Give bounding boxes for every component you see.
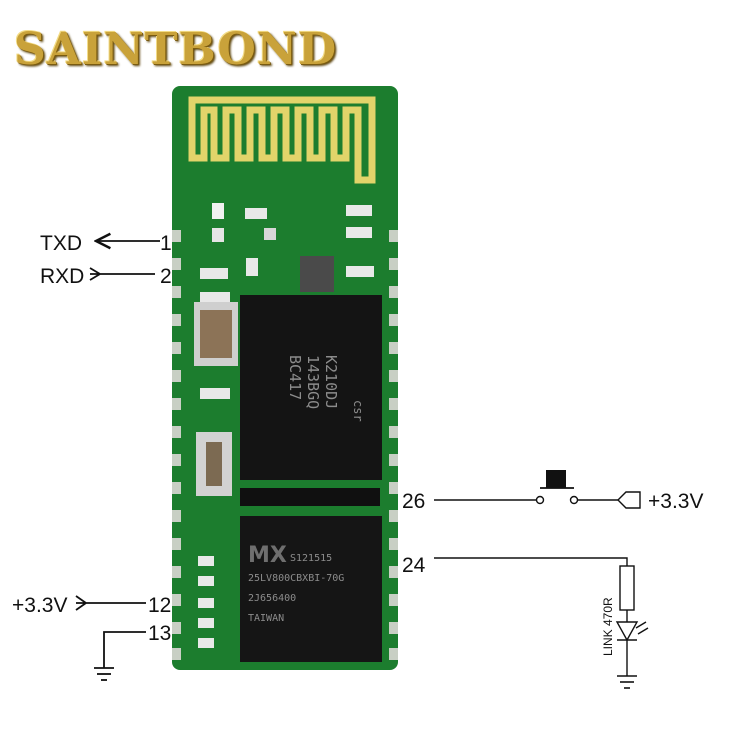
gnd-pin-annotation: 13 bbox=[94, 622, 171, 681]
pin26-supply-label: +3.3V bbox=[648, 490, 703, 513]
supply-terminal-icon bbox=[617, 491, 641, 509]
csr-logo: csr bbox=[351, 400, 365, 422]
flash-chip-marking: S121515 25LV800CBXBI-70G 2J656400 TAIWAN bbox=[248, 553, 350, 624]
vcc-label: +3.3V bbox=[12, 594, 67, 617]
push-switch-icon bbox=[540, 470, 574, 489]
pin26-annotation: 26 +3.3V bbox=[402, 470, 703, 513]
txd-label: TXD bbox=[40, 232, 82, 255]
rxd-label: RXD bbox=[40, 265, 84, 288]
txd-pin-annotation: TXD 1 bbox=[40, 232, 172, 255]
ground-icon bbox=[94, 667, 114, 681]
bc417-chip-marking: BC417 143BGQ K210DJ bbox=[286, 355, 340, 418]
gnd-wire bbox=[103, 631, 146, 668]
txd-pin-number: 1 bbox=[160, 232, 172, 255]
brand-logo: SAINTBOND bbox=[14, 24, 338, 75]
right-edge-pads bbox=[389, 230, 398, 660]
bluetooth-module: BC417 143BGQ K210DJ csr MX S121515 25LV8… bbox=[172, 86, 398, 670]
led-icon bbox=[615, 621, 649, 642]
pin26-number: 26 bbox=[402, 490, 425, 513]
gnd-pin-number: 13 bbox=[148, 622, 171, 645]
vcc-pin-number: 12 bbox=[148, 594, 171, 617]
antenna-trace bbox=[188, 96, 376, 184]
bc417-chip bbox=[240, 295, 382, 480]
vcc-pin-annotation: +3.3V 12 bbox=[12, 594, 171, 617]
led-ground-icon bbox=[617, 675, 637, 689]
resistor-icon bbox=[619, 565, 635, 611]
rxd-pin-number: 2 bbox=[160, 265, 172, 288]
pin24-annotation: 24 LINK 470R bbox=[402, 554, 649, 689]
flash-chip bbox=[240, 516, 382, 662]
smd-components bbox=[194, 203, 380, 648]
rxd-pin-annotation: RXD 2 bbox=[40, 265, 172, 288]
mx-logo: MX bbox=[248, 543, 287, 568]
resistor-label: LINK 470R bbox=[601, 597, 615, 656]
rxd-arrow bbox=[89, 267, 155, 281]
vcc-arrow bbox=[75, 595, 146, 611]
pin24-number: 24 bbox=[402, 554, 426, 577]
left-edge-pads bbox=[172, 230, 181, 660]
